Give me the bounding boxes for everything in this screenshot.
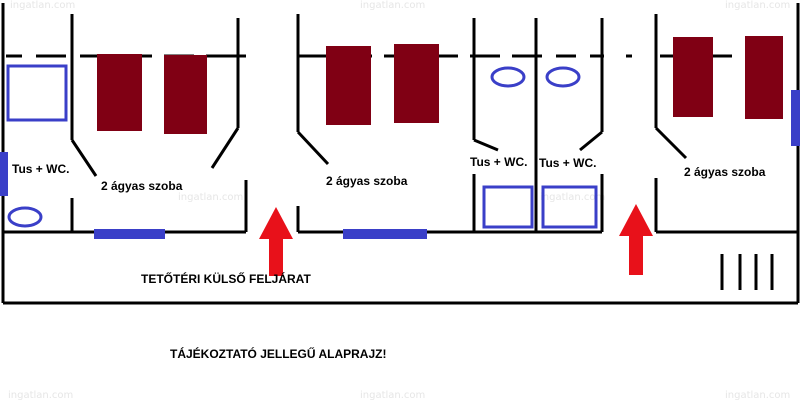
watermark: ingatlan.com <box>725 390 790 401</box>
room-label-bedroom-2: 2 ágyas szoba <box>326 174 408 188</box>
staircase-icon <box>720 254 774 290</box>
shower-tray-icon <box>541 185 598 229</box>
room-label-bathroom-2: Tus + WC. <box>470 155 527 169</box>
room-label-bathroom-1: Tus + WC. <box>12 162 69 176</box>
red-up-arrow-icon <box>259 207 293 276</box>
watermark: ingatlan.com <box>178 192 243 203</box>
disclaimer: TÁJÉKOZTATÓ JELLEGŰ ALAPRAJZ! <box>170 346 386 361</box>
bed-icon <box>326 46 371 125</box>
room-label-bedroom-1: 2 ágyas szoba <box>101 179 183 193</box>
beds <box>97 36 783 134</box>
bed-icon <box>745 36 783 119</box>
entrance-arrows <box>259 204 653 276</box>
bed-icon <box>164 55 207 134</box>
room-labels: Tus + WC. 2 ágyas szoba 2 ágyas szoba Tu… <box>12 155 766 193</box>
watermark: ingatlan.com <box>725 0 790 11</box>
toilet-icon <box>490 66 526 88</box>
shower-tray-icon <box>6 64 68 122</box>
toilet-icon <box>7 206 43 228</box>
partition-walls <box>70 14 688 232</box>
window <box>94 229 165 239</box>
window <box>791 90 800 146</box>
entrance-label: TETŐTÉRI KÜLSŐ FELJÁRAT <box>141 271 311 286</box>
bed-icon <box>394 44 439 123</box>
watermark: ingatlan.com <box>540 192 605 203</box>
bed-icon <box>97 54 142 131</box>
bed-icon <box>673 37 713 117</box>
watermark: ingatlan.com <box>360 0 425 11</box>
windows <box>0 90 800 239</box>
window <box>343 229 427 239</box>
room-label-bedroom-3: 2 ágyas szoba <box>684 165 766 179</box>
red-up-arrow-icon <box>619 204 653 275</box>
window <box>0 152 8 196</box>
watermarks: ingatlan.com ingatlan.com ingatlan.com i… <box>8 0 790 401</box>
room-label-bathroom-3: Tus + WC. <box>539 156 596 170</box>
bath-fixtures <box>6 64 598 229</box>
shower-tray-icon <box>482 185 534 229</box>
watermark: ingatlan.com <box>8 390 73 401</box>
toilet-icon <box>545 66 581 88</box>
watermark: ingatlan.com <box>360 390 425 401</box>
watermark: ingatlan.com <box>10 0 75 11</box>
